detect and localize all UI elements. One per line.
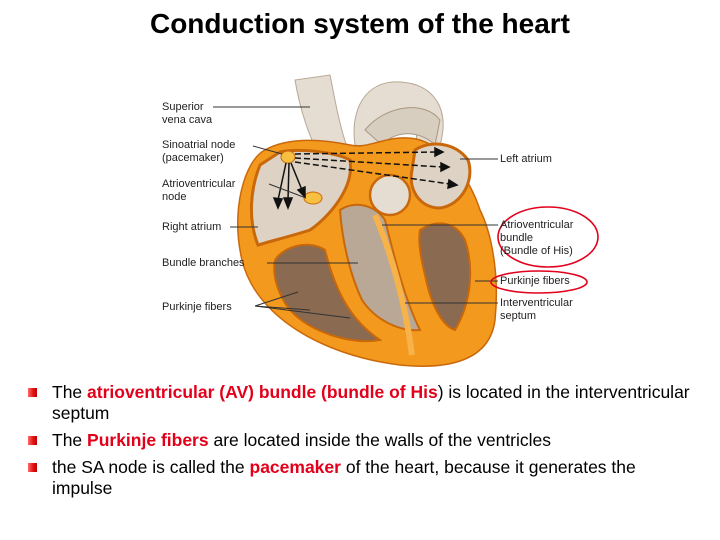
label-line: Bundle branches (162, 257, 245, 269)
label-line: Purkinje fibers (162, 301, 232, 313)
bullet-text: the SA node is called the (52, 457, 250, 477)
bullet-square-icon (28, 388, 37, 397)
bullet-highlight: Purkinje fibers (87, 430, 209, 450)
label-sinoatrial-node: Sinoatrial node (pacemaker) (162, 139, 235, 165)
bullet-square-icon (28, 436, 37, 445)
label-line: Interventricular (500, 297, 573, 309)
label-right-atrium: Right atrium (162, 221, 221, 234)
label-line: Atrioventricular (162, 178, 236, 190)
bullet-highlight: pacemaker (249, 457, 341, 477)
label-line: Purkinje fibers (500, 275, 570, 287)
heart-conduction-diagram: Superior vena cava Sinoatrial node (pace… (150, 70, 620, 375)
label-line: (pacemaker) (162, 152, 224, 164)
bullet-text: The (52, 382, 88, 402)
bullet-square-icon (28, 463, 37, 472)
bullet-text: are located inside the walls of the vent… (208, 430, 552, 450)
label-line: Atrioventricular (500, 219, 574, 231)
label-line: node (162, 191, 187, 203)
heart-illustration (213, 74, 599, 367)
bullet-text: of the heart, because it generates the i… (52, 457, 636, 498)
label-line: bundle (500, 232, 534, 244)
label-line: septum (500, 310, 537, 322)
label-atrioventricular-bundle: Atrioventricular bundle (Bundle of His) (500, 219, 573, 258)
label-purkinje-fibers-right: Purkinje fibers (500, 275, 570, 288)
bullet-highlight: atrioventricular (AV) bundle (bundle of … (87, 382, 438, 402)
label-left-atrium: Left atrium (500, 153, 552, 166)
label-purkinje-fibers-left: Purkinje fibers (162, 301, 232, 314)
bullet-text: ) is located in the interventricular sep… (52, 382, 690, 423)
bullet-text: The (52, 430, 88, 450)
bullet-item: the SA node is called the pacemaker of t… (28, 457, 698, 499)
label-superior-vena-cava: Superior vena cava (162, 101, 212, 127)
label-line: Superior (162, 101, 204, 113)
label-bundle-branches: Bundle branches (162, 257, 245, 270)
label-line: Left atrium (500, 153, 552, 165)
bullet-list: The atrioventricular (AV) bundle (bundle… (28, 382, 698, 505)
label-atrioventricular-node: Atrioventricular node (162, 178, 235, 204)
bullet-item: The atrioventricular (AV) bundle (bundle… (28, 382, 698, 424)
label-line: vena cava (162, 114, 213, 126)
label-line: (Bundle of His) (500, 245, 573, 257)
label-line: Right atrium (162, 221, 222, 233)
label-line: Sinoatrial node (162, 139, 236, 151)
bullet-item: The Purkinje fibers are located inside t… (28, 430, 698, 451)
label-interventricular-septum: Interventricular septum (500, 297, 573, 323)
slide-title: Conduction system of the heart (149, 8, 571, 39)
